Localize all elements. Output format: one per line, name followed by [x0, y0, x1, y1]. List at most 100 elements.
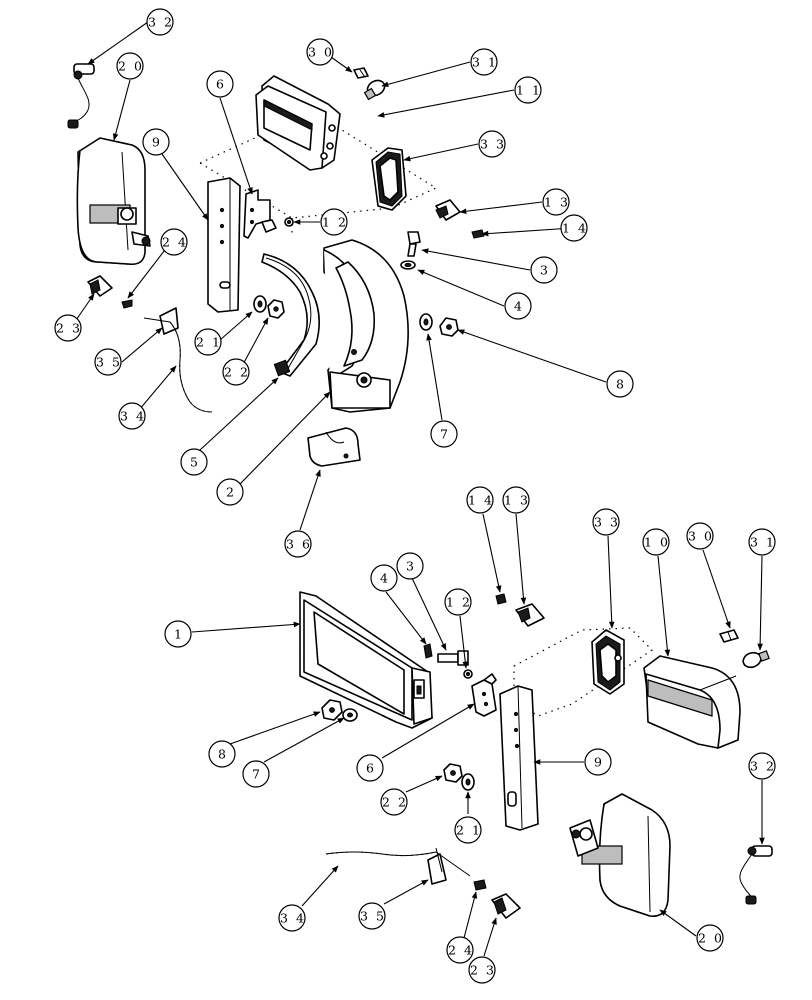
callout-number: 2 4	[162, 235, 188, 250]
callout-number: 6	[216, 77, 226, 92]
callout-circle	[222, 358, 250, 386]
callout-circle	[380, 788, 408, 816]
callout-circle	[306, 38, 334, 66]
part-7-washer-bottom	[342, 708, 358, 722]
callout-c14a: 1 4	[560, 214, 588, 242]
callout-circle	[356, 754, 384, 782]
callout-circle	[146, 8, 174, 36]
callout-c32b: 3 2	[748, 752, 776, 780]
callout-c33a: 3 3	[478, 130, 506, 158]
part-10-work-lamp-bottom	[643, 655, 741, 749]
callout-circle	[642, 528, 670, 556]
callout-c14b: 1 4	[466, 486, 494, 514]
callout-number: 3 0	[688, 529, 714, 544]
callout-circle	[470, 48, 498, 76]
part-20-lamp-housing-top	[76, 137, 151, 266]
callout-c30a: 3 0	[306, 38, 334, 66]
callout-number: 8	[218, 747, 228, 762]
callout-number: 3 3	[480, 137, 506, 152]
callout-c24b: 2 4	[446, 936, 474, 964]
callout-number: 3 1	[472, 55, 498, 70]
callout-circle	[142, 128, 170, 156]
alignment-guide-bottom	[513, 627, 653, 717]
part-14-terminal-bottom	[495, 593, 507, 605]
callout-circle	[160, 228, 188, 256]
part-6-bracket-top	[243, 189, 277, 239]
callout-number: 1 3	[504, 493, 530, 508]
part-30-fuse-bottom	[719, 629, 739, 643]
callout-circle	[542, 188, 570, 216]
callout-circle	[502, 486, 530, 514]
part-23-connector-bottom	[491, 893, 521, 919]
callout-c4a: 4	[504, 292, 532, 320]
part-9-bracket-bottom	[499, 685, 539, 831]
callout-number: 1 2	[322, 215, 348, 230]
callout-c7b: 7	[242, 760, 270, 788]
part-30-fuse-top	[353, 67, 369, 79]
callout-number: 1 1	[516, 83, 542, 98]
callout-circle	[194, 328, 222, 356]
part-6-bracket-bottom	[471, 673, 497, 717]
callout-c32a: 3 2	[146, 8, 174, 36]
callout-number: 2	[226, 485, 236, 500]
callout-number: 3 5	[96, 355, 122, 370]
part-2-fender-top	[323, 239, 409, 413]
callout-number: 2 3	[470, 963, 496, 978]
callout-c3b: 3	[396, 552, 424, 580]
part-9-bracket-top	[207, 177, 241, 313]
callout-circle	[320, 208, 348, 236]
part-4-washer-bottom	[423, 643, 433, 659]
part-1-fender-bottom	[299, 591, 433, 729]
callout-number: 3 1	[750, 535, 776, 550]
leader-lines	[71, 21, 765, 957]
callout-number: 8	[616, 377, 626, 392]
callout-circle	[370, 564, 398, 592]
callout-circle	[208, 740, 236, 768]
callout-number: 1 0	[644, 535, 670, 550]
callout-circle	[446, 936, 474, 964]
callout-number: 2 1	[456, 823, 482, 838]
callout-number: 2 1	[196, 335, 222, 350]
part-24-terminal-top	[121, 299, 133, 309]
part-3-bolt-top	[407, 231, 421, 257]
part-21-washer-bottom	[461, 773, 475, 791]
callout-number: 6	[366, 761, 376, 776]
callout-number: 3 2	[750, 759, 776, 774]
callout-c31b: 3 1	[748, 528, 776, 556]
callout-number: 7	[440, 427, 450, 442]
callout-number: 3 3	[594, 515, 620, 530]
callout-circle	[686, 522, 714, 550]
callout-c30b: 3 0	[686, 522, 714, 550]
callout-c34a: 3 4	[118, 402, 146, 430]
callout-circle	[118, 402, 146, 430]
part-12-nut-top	[284, 217, 294, 227]
part-31-bulb-bottom	[742, 650, 770, 669]
callout-c23a: 2 3	[54, 314, 82, 342]
callout-circle	[180, 448, 208, 476]
callout-circle	[514, 76, 542, 104]
callout-c2a: 2	[216, 478, 244, 506]
callout-circle	[216, 478, 244, 506]
callout-number: 3	[406, 559, 416, 574]
part-5-seal-strip-top	[261, 253, 320, 377]
callout-circle	[54, 314, 82, 342]
callout-circle	[748, 528, 776, 556]
callout-c36a: 3 6	[284, 530, 312, 558]
callout-c12a: 1 2	[320, 208, 348, 236]
callout-circle	[358, 902, 386, 930]
callout-number: 3 6	[286, 537, 312, 552]
part-31-bulb-top	[363, 79, 386, 101]
part-3-bolt-bottom	[437, 650, 469, 666]
part-36-pad-top	[307, 427, 361, 467]
part-33-gasket-top	[371, 147, 407, 211]
callout-circle	[94, 348, 122, 376]
callout-number: 9	[152, 135, 162, 150]
callout-c7a: 7	[430, 420, 458, 448]
part-11-work-lamp-top	[255, 75, 341, 171]
part-8-nut-top	[439, 317, 459, 337]
callout-number: 1 4	[562, 221, 588, 236]
callout-number: 2 4	[448, 943, 474, 958]
callout-c21a: 2 1	[194, 328, 222, 356]
part-13-connector-top	[435, 199, 461, 221]
